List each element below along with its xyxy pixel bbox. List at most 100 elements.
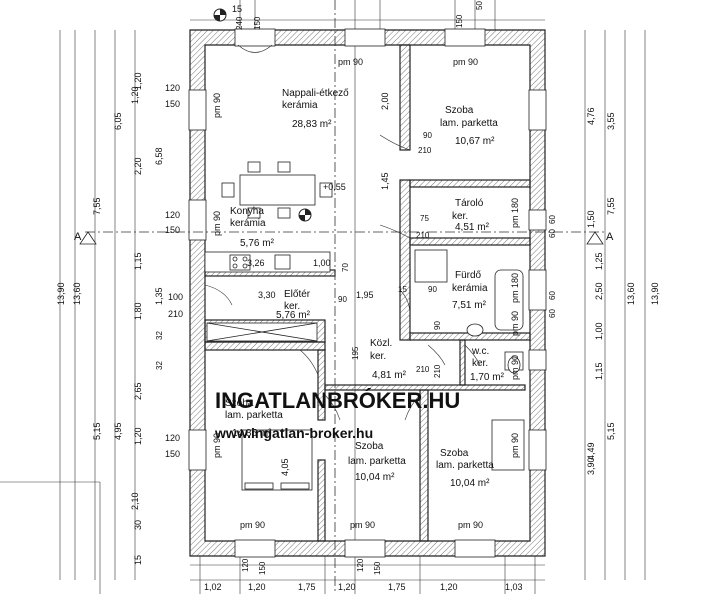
dimension-label: 240 xyxy=(235,16,244,30)
dimension-label: 1,45 xyxy=(380,172,390,190)
dimension-label: 5,15 xyxy=(92,422,102,440)
room-corridor: Közl. ker. 4,81 m² xyxy=(370,338,407,381)
dimension-label: 195 xyxy=(351,346,360,360)
dimension-label: 60 xyxy=(548,215,557,224)
room-storage: Tároló ker. 4,51 m² xyxy=(452,198,490,233)
dimension-label: 100 xyxy=(168,292,183,302)
room-name: Előtér xyxy=(284,289,311,300)
dimension-label: 4,49 xyxy=(586,442,596,460)
dimension-label: 15 xyxy=(398,285,407,294)
room-ne-bedroom: Szoba lam. parketta 10,67 m² xyxy=(440,105,498,147)
window-openings xyxy=(188,28,547,558)
section-label-left: A xyxy=(74,231,82,243)
room-s-bedroom: Szoba lam. parketta 10,04 m² xyxy=(348,441,406,483)
dimension-label: 120 xyxy=(241,558,250,572)
dimension-label: 6,05 xyxy=(113,112,123,130)
svg-text:1,95: 1,95 xyxy=(356,290,374,300)
dimension-label: 50 xyxy=(475,1,484,10)
room-area: 4,81 m² xyxy=(372,370,407,381)
room-name: Szoba xyxy=(355,441,384,452)
watermark-logo: INGATLANBRÓKER.HU xyxy=(215,388,460,413)
dimension-label: 1,80 xyxy=(133,302,143,320)
dimension-label: 60 xyxy=(548,229,557,238)
dimension-label: 60 xyxy=(548,291,557,300)
room-floor: lam. parketta xyxy=(436,460,494,471)
section-axis: A A xyxy=(74,0,614,594)
dimension-label: 15 xyxy=(232,4,242,14)
room-wc: w.c. ker. 1,70 m² xyxy=(470,346,505,383)
dimension-label: 1,20 xyxy=(338,582,356,592)
kitchen-counter-icon xyxy=(204,251,331,273)
svg-text:pm 90: pm 90 xyxy=(212,93,222,118)
watermark-url: www.ingatlan-broker.hu xyxy=(214,425,373,441)
room-se-bedroom: Szoba lam. parketta 10,04 m² xyxy=(436,448,494,489)
svg-text:pm 90: pm 90 xyxy=(350,520,375,530)
dimension-label: 120 xyxy=(165,83,180,93)
room-floor: kerámia xyxy=(230,218,266,229)
dimension-label: 1,00 xyxy=(594,322,604,340)
room-hall: Előtér ker. 5,76 m² xyxy=(276,289,311,321)
dimension-label: 150 xyxy=(165,449,180,459)
dimension-label: 15 xyxy=(133,555,143,565)
dimension-label: 75 xyxy=(420,214,429,223)
dimension-label: 13,90 xyxy=(650,282,660,305)
dimension-label: 1,35 xyxy=(154,287,164,305)
dimension-label: 1,75 xyxy=(298,582,316,592)
bathtub-icon xyxy=(414,249,524,337)
room-floor: lam. parketta xyxy=(440,118,498,129)
dimension-label: 1,20 xyxy=(130,86,140,104)
svg-text:pm 90: pm 90 xyxy=(212,211,222,236)
svg-text:3,30: 3,30 xyxy=(258,290,276,300)
dimension-label: 210 xyxy=(433,364,442,378)
room-area: 10,04 m² xyxy=(450,478,490,489)
room-name: Szoba xyxy=(225,398,254,409)
room-bathroom: Fürdő kerámia 7,51 m² xyxy=(452,270,488,311)
room-floor: ker. xyxy=(452,211,468,222)
svg-text:pm 90: pm 90 xyxy=(458,520,483,530)
opening-tags: pm 90 pm 90 pm 90 pm 90 pm 90 +0,55 4,05… xyxy=(212,57,520,530)
room-area: 1,70 m² xyxy=(470,372,505,383)
dimension-label: 1,20 xyxy=(440,582,458,592)
room-area: 10,04 m² xyxy=(355,472,395,483)
dimension-label: 60 xyxy=(548,309,557,318)
dimension-label: 1,03 xyxy=(505,582,523,592)
room-area: 5,76 m² xyxy=(240,238,275,249)
dimension-label: 150 xyxy=(258,561,267,575)
dimension-label: 1,20 xyxy=(248,582,266,592)
dimension-label: 90 xyxy=(433,321,442,330)
dimension-label: 6,58 xyxy=(154,147,164,165)
svg-text:pm 90: pm 90 xyxy=(240,520,265,530)
svg-text:pm 180: pm 180 xyxy=(510,273,520,303)
door-swings xyxy=(204,44,481,421)
room-name: Konyha xyxy=(230,206,264,217)
dimension-label: 4,95 xyxy=(113,422,123,440)
room-area: 10,67 m² xyxy=(455,136,495,147)
dimension-label: 90 xyxy=(423,131,432,140)
dimension-label: 90 xyxy=(428,285,437,294)
dimension-label: 150 xyxy=(165,99,180,109)
dimension-label: 150 xyxy=(373,561,382,575)
dimension-label: 13,60 xyxy=(626,282,636,305)
dimension-label: 2,50 xyxy=(594,282,604,300)
room-name: Közl. xyxy=(370,338,392,349)
room-name: Szoba xyxy=(440,448,469,459)
room-area: 28,83 m² xyxy=(292,119,332,130)
dimension-label: 210 xyxy=(416,231,430,240)
svg-text:3,26: 3,26 xyxy=(247,258,265,268)
dimension-label: 120 xyxy=(165,433,180,443)
dimension-label: 1,75 xyxy=(388,582,406,592)
dimension-label: 13,60 xyxy=(72,282,82,305)
dimension-label: 7,55 xyxy=(606,197,616,215)
svg-text:pm 180: pm 180 xyxy=(510,198,520,228)
dimension-label: 150 xyxy=(253,16,262,30)
room-area: 7,51 m² xyxy=(452,300,487,311)
room-name: Tároló xyxy=(455,198,484,209)
dimension-label: 4,76 xyxy=(586,107,596,125)
room-area: 5,76 m² xyxy=(276,310,311,321)
room-kitchen: Konyha kerámia 5,76 m² xyxy=(230,206,275,249)
svg-text:1,00: 1,00 xyxy=(313,258,331,268)
